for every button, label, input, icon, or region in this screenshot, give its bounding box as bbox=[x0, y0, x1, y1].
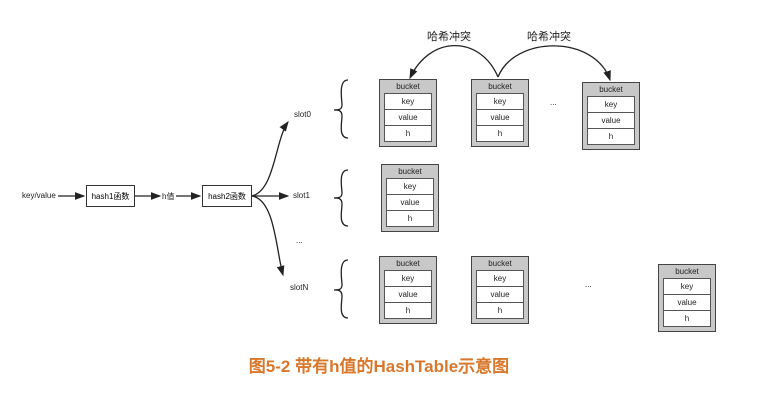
bucket-header: bucket bbox=[488, 82, 512, 91]
bucket-h: h bbox=[663, 310, 711, 327]
bucket-key: key bbox=[384, 93, 432, 110]
bucket-header: bucket bbox=[675, 267, 699, 276]
bucket-ellipsis: ... bbox=[550, 98, 557, 107]
slot-ellipsis: ... bbox=[296, 236, 303, 245]
bucket-key: key bbox=[587, 96, 635, 113]
bucket-h: h bbox=[476, 302, 524, 319]
hash2-function-box: hash2函数 bbox=[202, 185, 252, 207]
bucket-h: h bbox=[587, 128, 635, 145]
slot-label: slot0 bbox=[294, 110, 311, 119]
bucket-h: h bbox=[476, 125, 524, 142]
slot-label: slotN bbox=[290, 283, 309, 292]
bucket-h: h bbox=[386, 210, 434, 227]
bucket-key: key bbox=[663, 278, 711, 295]
bucket-h: h bbox=[384, 302, 432, 319]
bucket-value: value bbox=[384, 109, 432, 126]
input-label: key/value bbox=[22, 191, 56, 200]
collision-label: 哈希冲突 bbox=[427, 30, 471, 43]
bucket-header: bucket bbox=[488, 259, 512, 268]
bucket-key: key bbox=[384, 270, 432, 287]
collision-label: 哈希冲突 bbox=[527, 30, 571, 43]
bucket-header: bucket bbox=[396, 259, 420, 268]
bucket-key: key bbox=[386, 178, 434, 195]
bucket-key: key bbox=[476, 93, 524, 110]
bucket-value: value bbox=[384, 286, 432, 303]
bucket-value: value bbox=[476, 109, 524, 126]
slot-label: slot1 bbox=[293, 191, 310, 200]
hash1-function-box: hash1函数 bbox=[86, 185, 135, 207]
bucket-h: h bbox=[384, 125, 432, 142]
bucket-key: key bbox=[476, 270, 524, 287]
bucket-ellipsis: ... bbox=[585, 280, 592, 289]
bucket-value: value bbox=[663, 294, 711, 311]
h-value-label: h值 bbox=[162, 192, 175, 201]
bucket-value: value bbox=[476, 286, 524, 303]
figure-caption: 图5-2 带有h值的HashTable示意图 bbox=[248, 357, 510, 376]
bucket-header: bucket bbox=[599, 85, 623, 94]
bucket-value: value bbox=[386, 194, 434, 211]
bucket-header: bucket bbox=[398, 167, 422, 176]
bucket-value: value bbox=[587, 112, 635, 129]
bucket-header: bucket bbox=[396, 82, 420, 91]
